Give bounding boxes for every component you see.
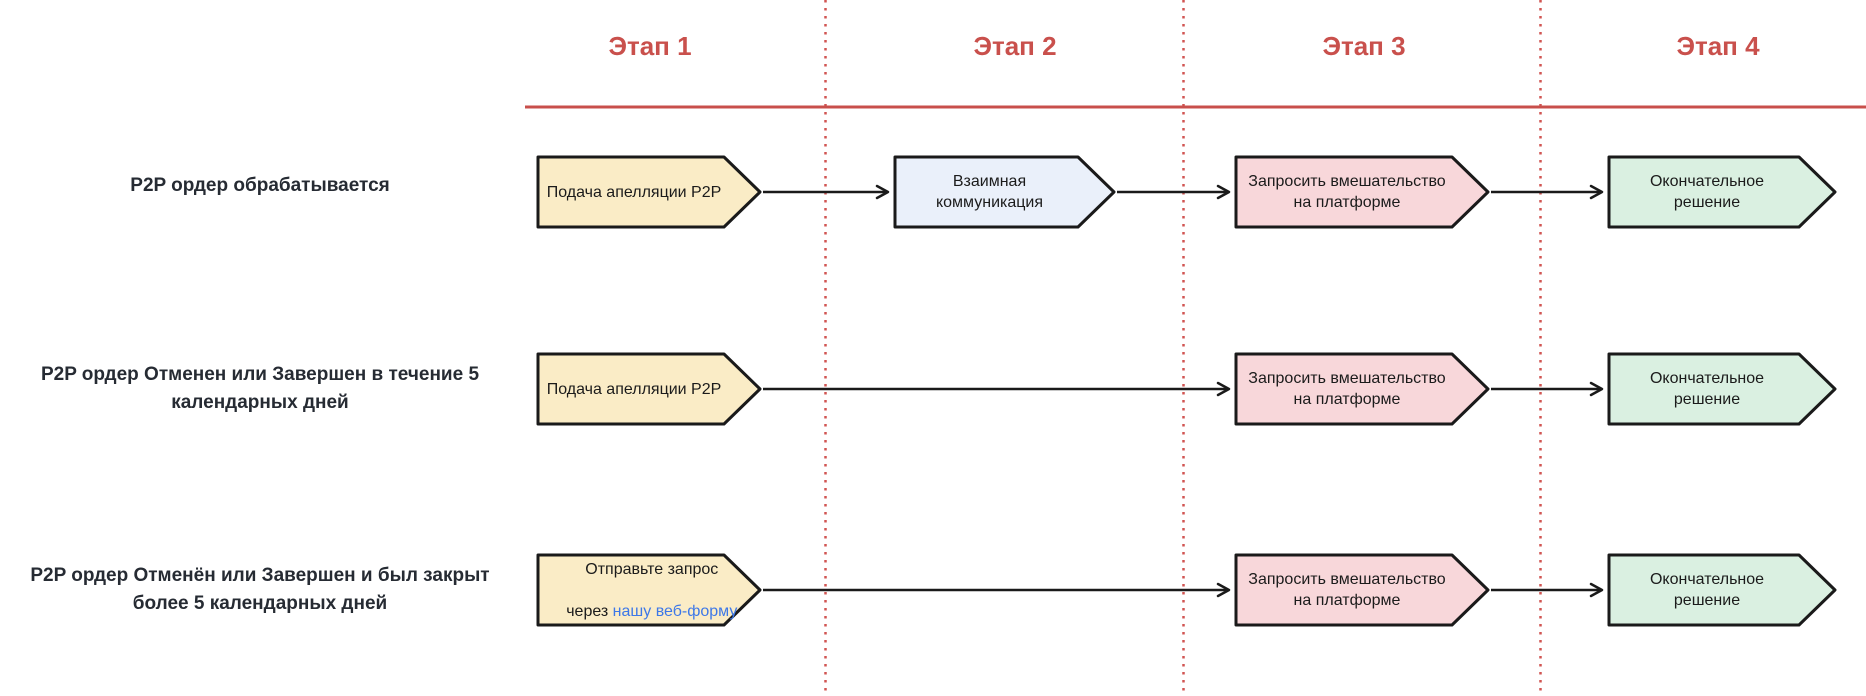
box-row2-final-decision: Окончательное решение <box>1607 352 1837 426</box>
stage-header-1: Этап 1 <box>608 31 692 61</box>
webform-text-line1: Отправьте запрос <box>585 560 719 578</box>
box-row1-final-decision: Окончательное решение <box>1607 155 1837 229</box>
stage-header-2: Этап 2 <box>973 31 1057 61</box>
box-row1-file-p2p-appeal: Подача апелляции P2P <box>536 155 762 229</box>
stage-header-3: Этап 3 <box>1322 31 1406 61</box>
webform-link[interactable]: нашу веб-форму <box>612 602 738 620</box>
box-row3-send-request-webform: Отправьте запрос через нашу веб-форму <box>536 553 762 627</box>
box-row2-request-platform-intervention: Запросить вмешательство на платформе <box>1234 352 1490 426</box>
box-row3-request-platform-intervention: Запросить вмешательство на платформе <box>1234 553 1490 627</box>
box-row3-final-decision: Окончательное решение <box>1607 553 1837 627</box>
row-label-closed-within-5-days: P2P ордер Отменен или Завершен в течение… <box>40 364 480 413</box>
box-row1-request-platform-intervention: Запросить вмешательство на платформе <box>1234 155 1490 229</box>
box-row2-file-p2p-appeal: Подача апелляции P2P <box>536 352 762 426</box>
stage-header-4: Этап 4 <box>1676 31 1760 61</box>
webform-text-line2-prefix: через <box>566 602 613 620</box>
row-label-closed-over-5-days: P2P ордер Отменён или Завершен и был зак… <box>30 565 490 614</box>
box-row1-mutual-communication: Взаимная коммуникация <box>893 155 1116 229</box>
row-label-order-processing: P2P ордер обрабатывается <box>130 175 390 196</box>
